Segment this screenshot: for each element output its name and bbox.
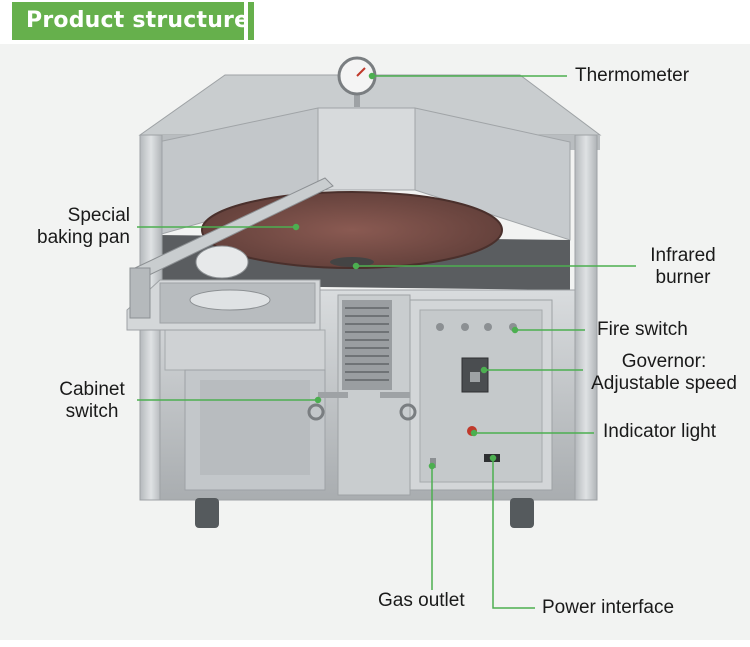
label-fire-switch: Fire switch [597,319,688,340]
label-indicator-light: Indicator light [603,421,717,442]
label-infrared-burner-line1: Infrared [650,245,716,266]
label-cabinet-switch-line2: switch [65,401,119,422]
label-power-interface: Power interface [542,597,675,618]
cabinet-handles [307,392,417,421]
right-post [574,134,598,501]
title-tab-accent [248,2,254,40]
leader-lines [137,72,636,609]
label-special-baking-pan-line1: Special [67,205,130,226]
label-gas-outlet: Gas outlet [378,590,465,611]
label-special-baking-pan: Special baking pan [18,205,130,249]
oven-inner-walls [157,107,571,241]
label-governor: Governor: Adjustable speed [584,351,744,395]
control-panel [409,299,553,491]
title-tab [12,2,256,40]
bottom-strip [0,640,750,647]
label-thermometer: Thermometer [575,65,690,86]
label-special-baking-pan-line2: baking pan [37,227,130,248]
lid-arm [129,177,334,319]
label-cabinet-switch: Cabinet switch [54,379,130,423]
label-infrared-burner-line2: burner [655,267,711,288]
pan-spindle [330,257,374,267]
label-governor-line1: Governor: [621,351,707,372]
casters [195,498,534,528]
page-title: Product structure [26,8,250,33]
label-cabinet-switch-line1: Cabinet [59,379,125,400]
leader-power-interface [492,458,535,609]
label-infrared-burner: Infrared burner [637,245,729,289]
side-tray [126,279,321,331]
label-governor-line2: Adjustable speed [591,373,737,394]
